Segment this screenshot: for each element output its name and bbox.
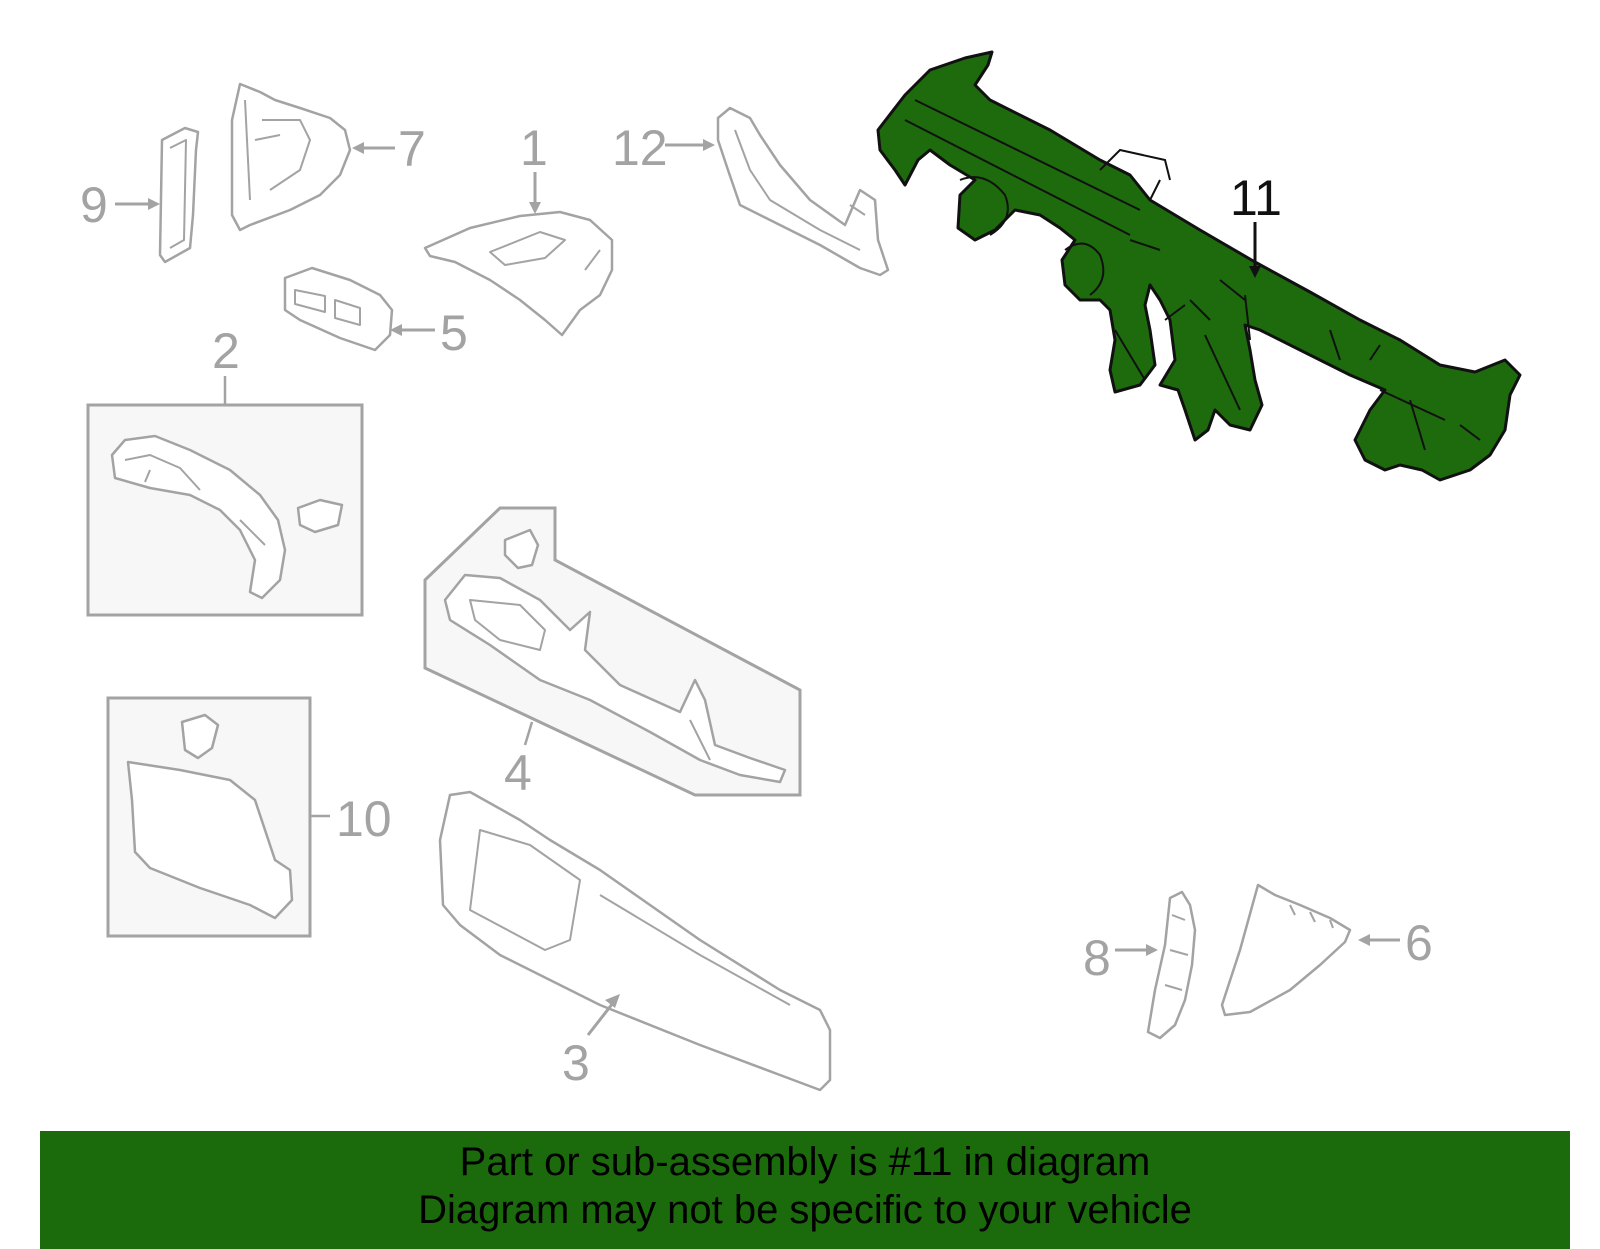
callout-4-leader — [523, 721, 534, 746]
callout-7: 7 — [398, 121, 426, 177]
callout-5: 5 — [440, 305, 468, 361]
callout-2: 2 — [212, 323, 240, 379]
callout-1-arrow — [529, 202, 541, 214]
callout-3: 3 — [562, 1035, 590, 1091]
callout-5-arrow — [390, 324, 402, 336]
callout-11-arrow — [1249, 266, 1261, 278]
callout-3-leader — [586, 1002, 615, 1036]
part-10 — [126, 713, 294, 920]
callout-1: 1 — [520, 120, 548, 176]
part-5 — [283, 266, 394, 352]
callout-10: 10 — [336, 791, 392, 847]
callout-3-arrow — [605, 994, 620, 1008]
callout-7-arrow — [352, 142, 364, 154]
part-12 — [716, 106, 890, 277]
part-4 — [443, 528, 787, 784]
part-2 — [110, 434, 344, 600]
callout-12: 12 — [612, 120, 668, 176]
callout-8-arrow — [1146, 944, 1158, 956]
callout-8: 8 — [1083, 930, 1111, 986]
callout-12-arrow — [703, 139, 715, 151]
callout-6: 6 — [1405, 915, 1433, 971]
banner-line-2: Diagram may not be specific to your vehi… — [418, 1188, 1192, 1232]
callout-9-arrow — [148, 198, 160, 210]
part-9 — [158, 126, 200, 264]
part-3 — [438, 790, 832, 1092]
part-4-box — [423, 506, 802, 797]
part-11-cross-car-beam — [876, 50, 1522, 482]
callout-4: 4 — [504, 745, 532, 801]
banner-line-1: Part or sub-assembly is #11 in diagram — [459, 1140, 1151, 1184]
callout-11: 11 — [1230, 170, 1282, 226]
callout-6-arrow — [1358, 934, 1370, 946]
part-8 — [1146, 890, 1197, 1040]
part-6 — [1220, 883, 1352, 1017]
part-1 — [423, 210, 614, 337]
part-7 — [230, 82, 352, 232]
callout-9: 9 — [80, 177, 108, 233]
info-banner: Part or sub-assembly is #11 in diagram D… — [40, 1131, 1570, 1249]
